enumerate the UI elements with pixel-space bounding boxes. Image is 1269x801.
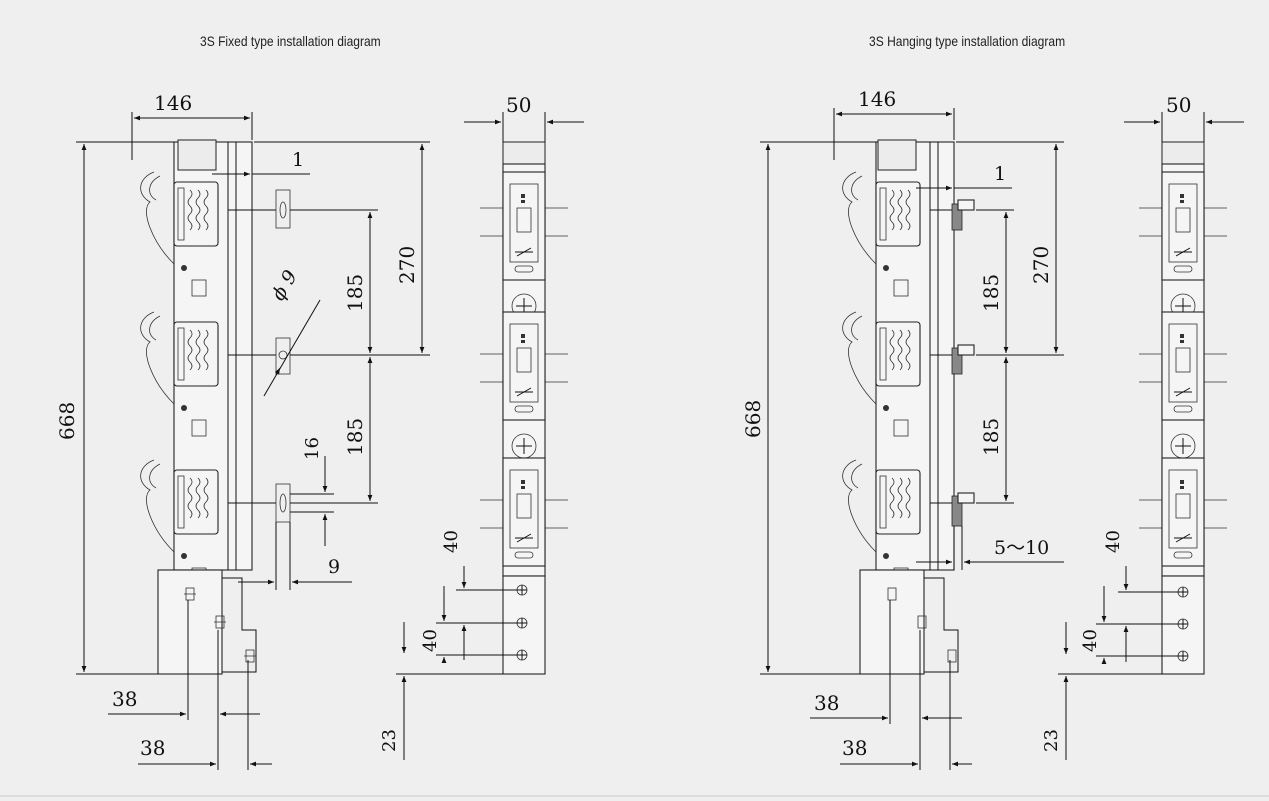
dim-hanging-span-total: 270 xyxy=(1029,246,1053,284)
dim-hanging-span-lower: 185 xyxy=(979,418,1003,456)
dim-fixed-side-pitch-upper: 40 xyxy=(441,530,462,553)
fixed-side-view: 50 40 40 23 xyxy=(379,93,584,760)
fixed-type-title: 3S Fixed type installation diagram xyxy=(200,33,381,49)
dim-hanging-span-upper: 185 xyxy=(979,274,1003,312)
dim-fixed-gap: 1 xyxy=(292,149,304,171)
dim-fixed-span-total: 270 xyxy=(395,246,419,284)
dim-fixed-width: 146 xyxy=(154,91,192,115)
dim-hanging-side-base-edge: 23 xyxy=(1041,729,1062,752)
dim-fixed-side-pitch-lower: 40 xyxy=(420,629,441,652)
fixed-front-view: 146 668 1 270 185 185 xyxy=(55,91,430,770)
base-block xyxy=(157,569,223,675)
dim-hanging-gap: 1 xyxy=(994,163,1006,185)
dim-hanging-clearance: 5～10 xyxy=(994,537,1049,559)
hanging-front-view: 146 668 1 270 185 185 xyxy=(741,87,1064,770)
dim-fixed-slot-length: 16 xyxy=(302,437,323,460)
dim-fixed-hole-dia: ϕ 9 xyxy=(267,267,302,305)
dim-hanging-base-offset-upper: 38 xyxy=(814,691,839,715)
dim-hanging-base-offset-lower: 38 xyxy=(842,736,867,760)
dim-hanging-side-pitch-lower: 40 xyxy=(1080,629,1101,652)
dim-fixed-height: 668 xyxy=(55,402,79,440)
dim-hanging-width: 146 xyxy=(858,87,896,111)
dim-fixed-side-width: 50 xyxy=(506,93,531,117)
dim-fixed-base-offset-upper: 38 xyxy=(112,687,137,711)
hanging-side-view: 50 40 40 23 xyxy=(1041,93,1244,760)
dim-hanging-height: 668 xyxy=(741,400,765,438)
dim-fixed-side-base-edge: 23 xyxy=(379,729,400,752)
dim-fixed-slot-width: 9 xyxy=(328,556,340,578)
dim-fixed-base-offset-lower: 38 xyxy=(140,736,165,760)
dim-fixed-span-upper: 185 xyxy=(343,274,367,312)
dim-hanging-side-pitch-upper: 40 xyxy=(1103,530,1124,553)
dim-fixed-span-lower: 185 xyxy=(343,418,367,456)
dim-hanging-side-width: 50 xyxy=(1166,93,1191,117)
hanging-type-title: 3S Hanging type installation diagram xyxy=(869,33,1066,49)
